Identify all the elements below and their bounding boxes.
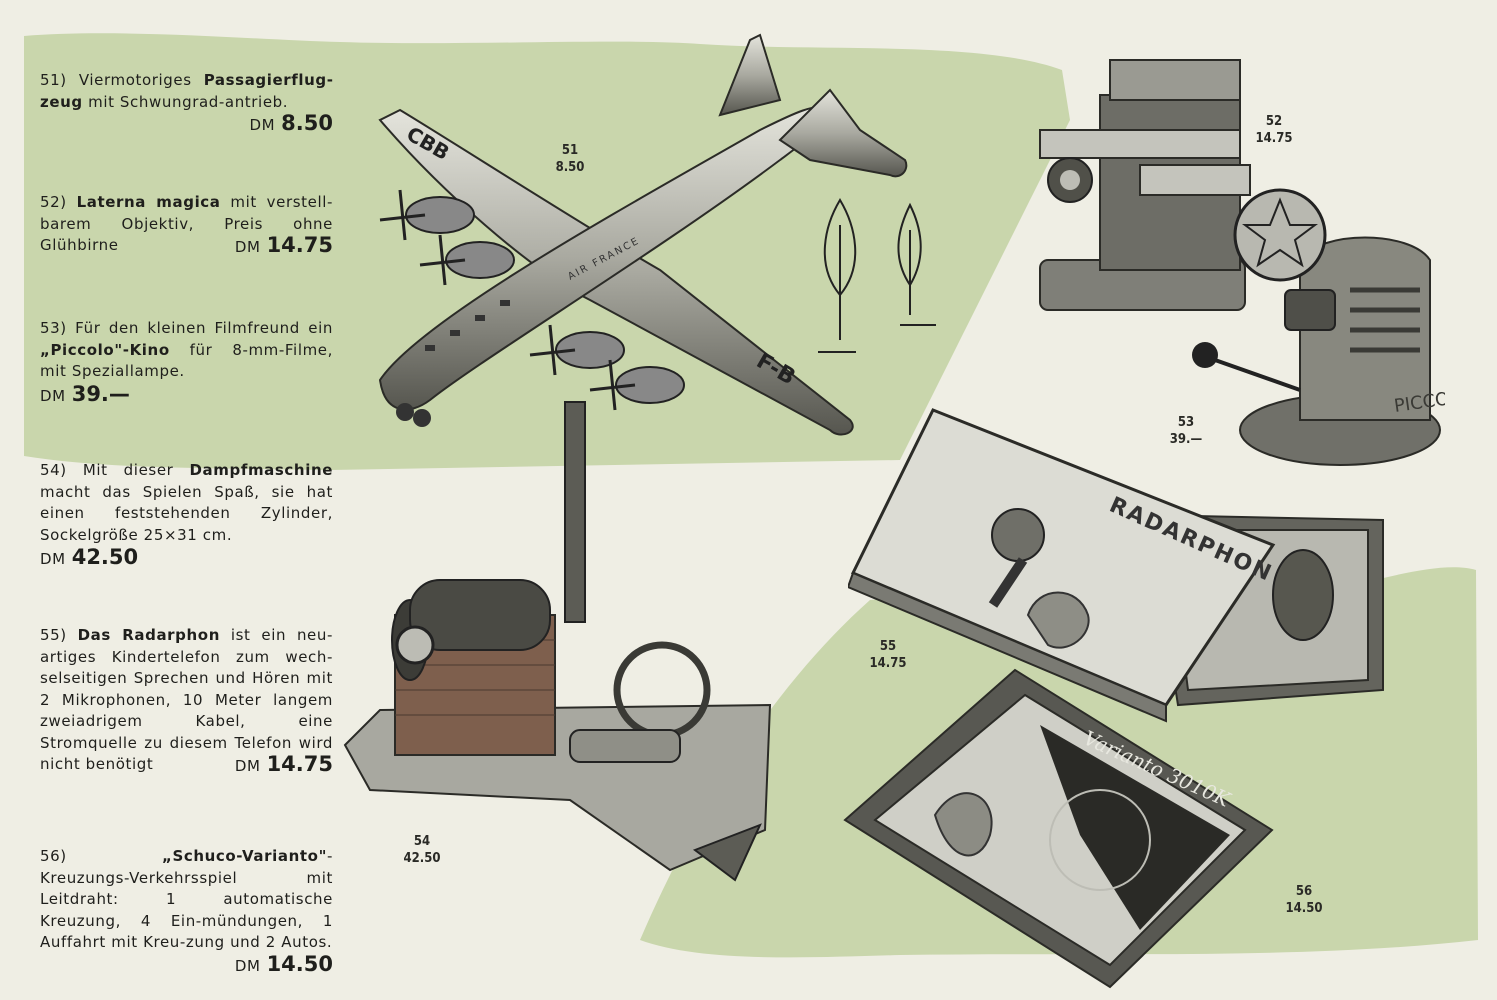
steam-engine-illustration: [343, 401, 772, 882]
radarphon-box-illustration: RADARPHON: [848, 408, 1384, 723]
piccolo-projector-illustration: PICCOLO: [1192, 188, 1445, 466]
varianto-box-illustration: Varianto 3010K: [843, 668, 1274, 989]
item-52-description: 52) Laterna magica mit verstell-barem Ob…: [40, 193, 333, 257]
tree-decorations: [818, 198, 936, 353]
item-51-description: 51) Viermotoriges Passagierflug­zeug mit…: [40, 71, 333, 135]
item-54-description: 54) Mit dieser Dampfmaschine macht das S…: [40, 461, 333, 569]
laterna-magica-illustration: [1039, 59, 1251, 311]
item-55-description: 55) Das Radarphon ist ein neu-artiges Ki…: [40, 626, 334, 776]
item-56-description: 56) „Schuco-Varianto"-Kreuzungs-Verkehrs…: [40, 847, 333, 976]
item-53-description: 53) Für den kleinen Filmfreund ein „Picc…: [40, 319, 333, 406]
airplane-illustration: CBB F-B AIR FRANCE: [378, 33, 908, 436]
